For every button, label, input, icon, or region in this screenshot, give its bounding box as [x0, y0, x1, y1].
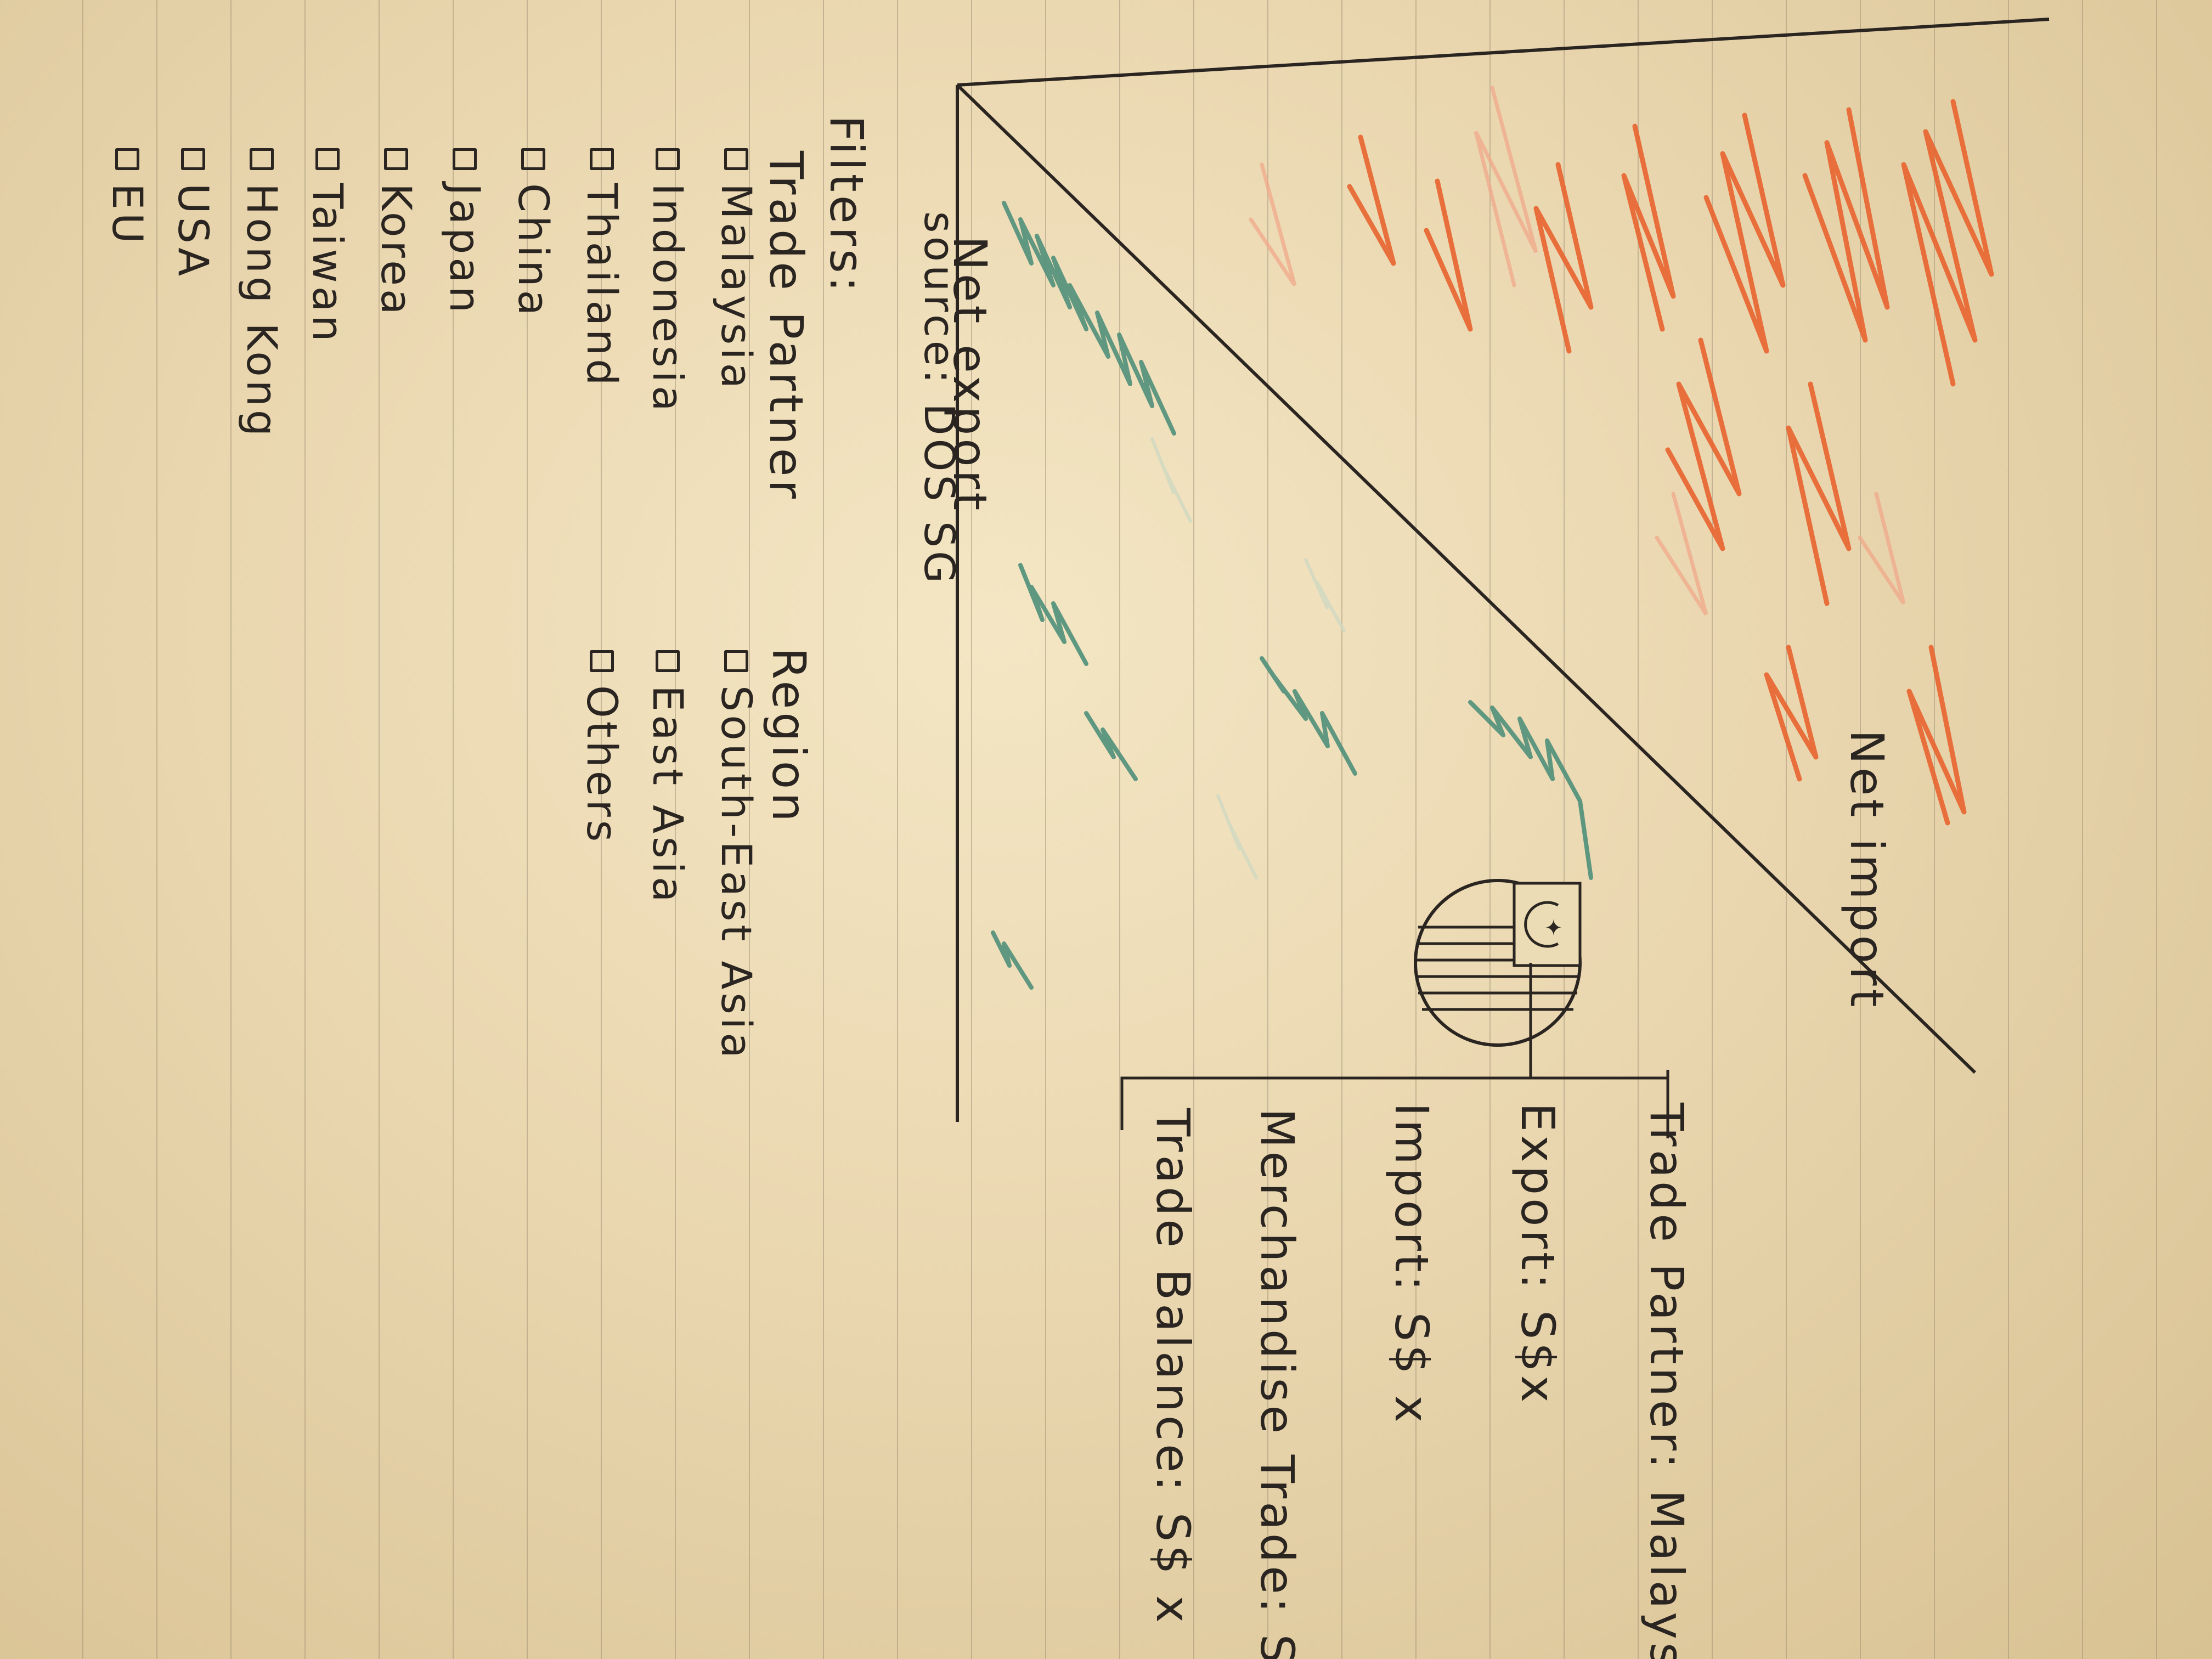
checkbox[interactable]	[656, 650, 680, 672]
filter-option-label: EU	[103, 183, 152, 247]
filter-option-label: Taiwan	[303, 183, 352, 345]
filter-option-east-asia[interactable]: East Asia	[644, 650, 692, 905]
checkbox[interactable]	[724, 148, 749, 170]
filter-option-indonesia[interactable]: Indonesia	[644, 148, 692, 415]
filter-option-label: Hong Kong	[238, 183, 286, 440]
filter-option-thailand[interactable]: Thailand	[578, 148, 627, 388]
checkbox[interactable]	[590, 148, 614, 170]
filter-option-others[interactable]: Others	[578, 650, 627, 845]
filter-option-hong-kong[interactable]: Hong Kong	[238, 148, 286, 439]
tooltip-trade-balance: Trade Balance: S$ x	[1146, 1108, 1200, 1626]
filter-option-label: Korea	[372, 183, 421, 318]
filter-option-label: Malaysia	[712, 183, 761, 392]
checkbox[interactable]	[656, 148, 680, 170]
filter-option-taiwan[interactable]: Taiwan	[303, 148, 352, 345]
net-import-label: Net import	[1840, 730, 1894, 1011]
filter-option-eu[interactable]: EU	[103, 148, 152, 247]
checkbox[interactable]	[250, 148, 274, 170]
checkbox[interactable]	[384, 148, 409, 170]
filter-option-china[interactable]: China	[509, 148, 558, 319]
filter-option-label: Others	[578, 685, 627, 845]
filter-option-usa[interactable]: USA	[169, 148, 218, 279]
net-export-region-light	[1150, 437, 1346, 879]
net-import-region	[1347, 99, 1994, 826]
checkbox[interactable]	[315, 148, 340, 170]
tooltip-merchandise-trade: Merchandise Trade: S$x	[1250, 1108, 1304, 1659]
filters-title: Filters:	[820, 115, 873, 296]
svg-text:✦: ✦	[1544, 916, 1563, 941]
region-heading: Region	[762, 647, 816, 825]
source-note: source: DOS SG	[915, 211, 964, 587]
tooltip-export: Export: S$x	[1511, 1103, 1565, 1406]
tooltip-trade-partner: Trade Partner: Malaysia	[1640, 1103, 1694, 1659]
filter-option-label: Indonesia	[644, 183, 692, 415]
chart-top-edge	[957, 18, 2050, 87]
malaysia-flag-icon[interactable]: ✦	[1414, 879, 1582, 1047]
filter-option-label: East Asia	[644, 685, 692, 906]
checkbox[interactable]	[590, 650, 614, 672]
filter-option-south-east-asia[interactable]: South-East Asia	[712, 650, 761, 1062]
checkbox[interactable]	[115, 148, 140, 170]
filter-option-korea[interactable]: Korea	[372, 148, 421, 318]
filter-option-malaysia[interactable]: Malaysia	[712, 148, 761, 392]
filter-option-label: USA	[169, 183, 218, 280]
checkbox[interactable]	[521, 148, 546, 170]
chart-diagonal	[956, 83, 1977, 1074]
filter-option-label: Thailand	[578, 183, 627, 389]
checkbox[interactable]	[724, 650, 749, 672]
checkbox[interactable]	[181, 148, 206, 170]
net-export-region	[991, 201, 1593, 990]
trade-partner-heading: Trade Partner	[759, 151, 813, 502]
filter-option-label: South-East Asia	[712, 685, 761, 1062]
filter-option-label: China	[509, 183, 558, 319]
checkbox[interactable]	[453, 148, 477, 170]
filter-option-japan[interactable]: Japan	[441, 148, 489, 316]
tooltip-import: Import: S$ x	[1385, 1103, 1438, 1426]
filter-option-label: Japan	[441, 183, 489, 316]
net-import-region-light	[1249, 86, 1906, 616]
tooltip-bracket	[1120, 963, 1669, 1138]
